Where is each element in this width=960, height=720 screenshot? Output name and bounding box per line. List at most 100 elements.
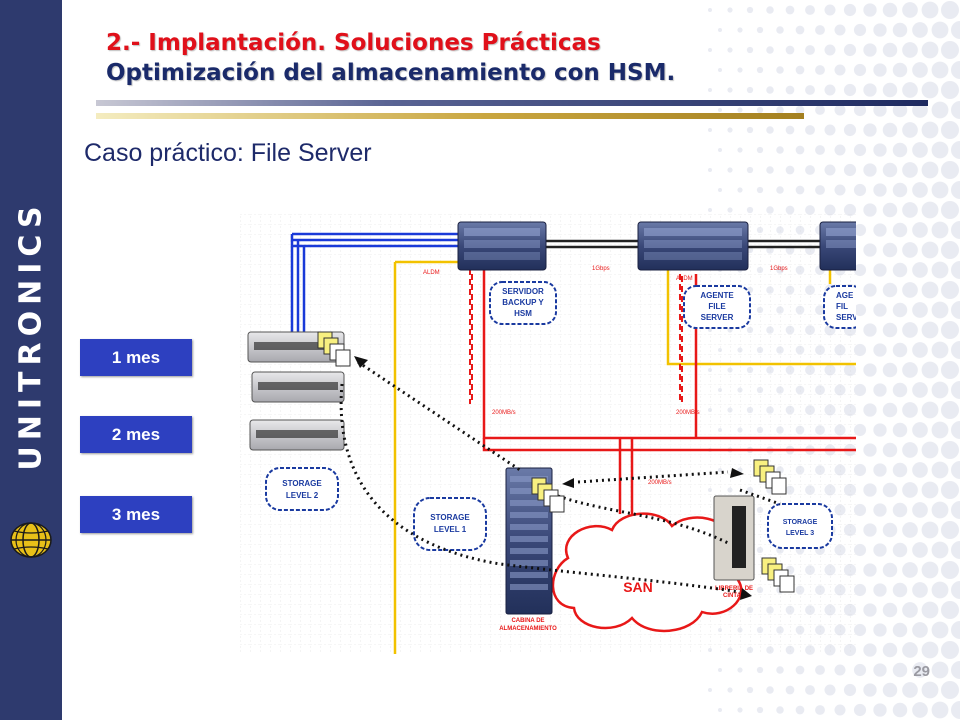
link-label-1gbps-1: 1Gbps bbox=[592, 266, 610, 272]
decorative-dot bbox=[931, 501, 949, 519]
storage-label-line: LEVEL 2 bbox=[286, 491, 319, 500]
decorative-dot bbox=[902, 642, 918, 658]
decorative-dot bbox=[882, 562, 898, 578]
decorative-dot bbox=[766, 6, 774, 14]
decorative-dot bbox=[882, 282, 898, 298]
decorative-dot bbox=[902, 362, 918, 378]
decorative-dot bbox=[737, 107, 743, 113]
decorative-dot bbox=[863, 3, 877, 17]
decorative-dot bbox=[824, 124, 836, 136]
brand-name: UNITRONICS bbox=[13, 199, 49, 471]
decorative-dot bbox=[931, 421, 949, 439]
decorative-dot bbox=[718, 148, 722, 152]
decorative-dot bbox=[776, 66, 784, 74]
decorative-dot bbox=[873, 703, 887, 717]
decorative-dot bbox=[912, 22, 928, 38]
decorative-dot bbox=[931, 141, 949, 159]
decorative-dot bbox=[756, 66, 764, 74]
decorative-dot bbox=[873, 23, 887, 37]
decorative-dot bbox=[795, 145, 805, 155]
decorative-dot bbox=[737, 27, 743, 33]
decorative-dot bbox=[902, 322, 918, 338]
decorative-dot bbox=[882, 442, 898, 458]
slide-title-line2: Optimización del almacenamiento con HSM. bbox=[106, 60, 676, 86]
decorative-dot bbox=[834, 104, 846, 116]
decorative-dot bbox=[941, 521, 959, 539]
decorative-dot bbox=[737, 67, 743, 73]
decorative-dot bbox=[737, 707, 743, 713]
decorative-dot bbox=[853, 543, 867, 557]
decorative-dot bbox=[931, 61, 949, 79]
decorative-dot bbox=[863, 603, 877, 617]
retention-1-month-button[interactable]: 1 mes bbox=[80, 339, 192, 376]
decorative-dot bbox=[785, 685, 795, 695]
decorative-dot bbox=[921, 41, 939, 59]
decorative-dot bbox=[853, 103, 867, 117]
decorative-dot bbox=[873, 383, 887, 397]
server-label-line: SERVIDOR bbox=[502, 287, 544, 296]
decorative-dot bbox=[776, 146, 784, 154]
decorative-dot bbox=[892, 622, 908, 638]
decorative-dot bbox=[853, 583, 867, 597]
decorative-dot bbox=[853, 183, 867, 197]
decorative-dot bbox=[727, 7, 733, 13]
decorative-dot bbox=[843, 203, 857, 217]
decorative-dot bbox=[873, 583, 887, 597]
decorative-dot bbox=[718, 708, 722, 712]
decorative-dot bbox=[902, 2, 918, 18]
decorative-dot bbox=[708, 8, 712, 12]
decorative-dot bbox=[843, 123, 857, 137]
decorative-dot bbox=[776, 706, 784, 714]
decorative-dot bbox=[863, 203, 877, 217]
files-icon bbox=[761, 557, 795, 593]
decorative-dot bbox=[843, 683, 857, 697]
server-label-line: HSM bbox=[514, 309, 532, 318]
decorative-dot bbox=[882, 322, 898, 338]
decorative-dot bbox=[863, 403, 877, 417]
decorative-dot bbox=[718, 188, 722, 192]
cabin-label-line: ALMACENAMIENTO bbox=[499, 626, 557, 632]
hsm-network-diagram: SAN ALDM ALDM 1Gbps 1Gbps 200MB/s 200MB/… bbox=[240, 214, 856, 654]
retention-2-month-button[interactable]: 2 mes bbox=[80, 416, 192, 453]
decorative-dot bbox=[882, 162, 898, 178]
decorative-dot bbox=[873, 463, 887, 477]
decorative-dot bbox=[892, 302, 908, 318]
retention-3-month-button[interactable]: 3 mes bbox=[80, 496, 192, 533]
slide-subtitle: Caso práctico: File Server bbox=[84, 139, 372, 167]
server-backup-hsm bbox=[457, 221, 547, 271]
decorative-dot bbox=[718, 108, 722, 112]
decorative-dot bbox=[863, 283, 877, 297]
decorative-dot bbox=[805, 125, 815, 135]
decorative-dot bbox=[941, 641, 959, 659]
cabin-label-line: CABINA DE bbox=[511, 618, 544, 624]
decorative-dot bbox=[912, 382, 928, 398]
decorative-dot bbox=[766, 126, 774, 134]
decorative-dot bbox=[912, 422, 928, 438]
decorative-dot bbox=[941, 161, 959, 179]
storage-label-line: STORAGE bbox=[783, 519, 818, 526]
decorative-dot bbox=[912, 62, 928, 78]
decorative-dot bbox=[892, 62, 908, 78]
decorative-dot bbox=[941, 441, 959, 459]
decorative-dot bbox=[863, 323, 877, 337]
decorative-dot bbox=[873, 183, 887, 197]
decorative-dot bbox=[912, 702, 928, 718]
storage-cabin bbox=[505, 467, 553, 615]
decorative-dot bbox=[921, 401, 939, 419]
decorative-dot bbox=[727, 687, 733, 693]
decorative-dot bbox=[882, 522, 898, 538]
decorative-dot bbox=[941, 561, 959, 579]
decorative-dot bbox=[843, 43, 857, 57]
decorative-dot bbox=[805, 165, 815, 175]
decorative-dot bbox=[912, 142, 928, 158]
decorative-dot bbox=[718, 668, 722, 672]
decorative-dot bbox=[921, 441, 939, 459]
decorative-dot bbox=[892, 22, 908, 38]
decorative-dot bbox=[756, 666, 764, 674]
decorative-dot bbox=[902, 482, 918, 498]
decorative-dot bbox=[931, 261, 949, 279]
decorative-dot bbox=[824, 164, 836, 176]
decorative-dot bbox=[873, 343, 887, 357]
decorative-dot bbox=[882, 2, 898, 18]
decorative-dot bbox=[776, 26, 784, 34]
